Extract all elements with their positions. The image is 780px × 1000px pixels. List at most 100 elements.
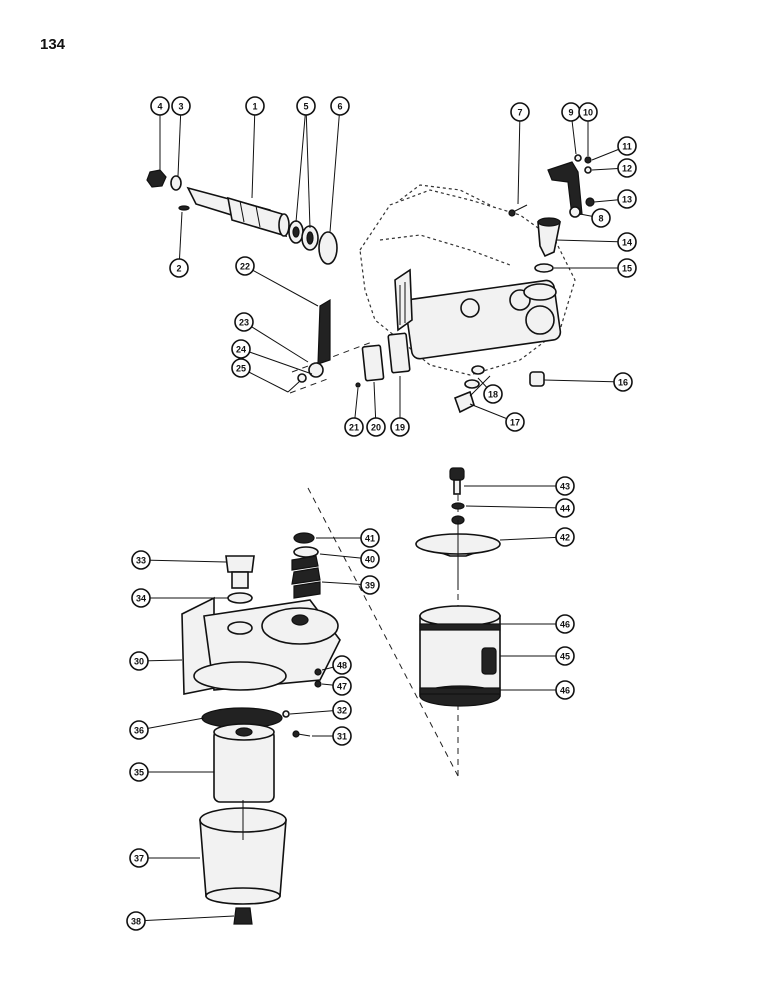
small-fasteners	[574, 154, 595, 207]
callout-c15: 15	[554, 258, 637, 278]
injection-pump-body	[359, 184, 576, 376]
callout-number: 19	[395, 423, 405, 433]
callout-number: 3	[178, 102, 183, 112]
callout-c24: 24	[231, 339, 313, 375]
knob-washer	[451, 502, 465, 510]
screw-and-washer	[282, 710, 311, 738]
callout-c46b: 46	[500, 680, 575, 700]
callout-number: 11	[622, 142, 632, 152]
callout-number: 10	[583, 108, 593, 118]
callout-c34: 34	[131, 588, 228, 608]
callout-number: 5	[303, 102, 308, 112]
callout-number: 45	[560, 652, 570, 662]
callout-circle	[332, 655, 352, 675]
washers-lower	[464, 365, 485, 389]
callout-circle	[360, 528, 380, 548]
callout-c3: 3	[171, 96, 191, 177]
fitting	[537, 217, 561, 258]
page-number: 134	[40, 36, 66, 53]
leader-line	[543, 379, 624, 383]
callout-circle	[332, 726, 352, 746]
drain-screws	[314, 668, 322, 688]
callout-circle	[555, 646, 575, 666]
callout-circle	[129, 848, 149, 868]
callout-circle	[344, 417, 364, 437]
leader-line	[499, 536, 566, 541]
callout-number: 12	[622, 164, 632, 174]
bolt	[453, 375, 491, 414]
callout-circle	[129, 720, 149, 740]
lever-arm	[547, 161, 583, 218]
callout-number: 22	[240, 262, 250, 272]
gasket	[534, 263, 554, 273]
callout-number: 25	[236, 364, 246, 374]
callout-c41: 41	[316, 528, 380, 548]
callout-c10: 10	[578, 102, 598, 156]
callout-number: 7	[517, 108, 522, 118]
leader-line	[305, 105, 311, 229]
callout-number: 2	[176, 264, 181, 274]
filter-element	[213, 723, 275, 803]
leader-line	[243, 321, 309, 363]
callout-circle	[510, 102, 530, 122]
callout-circle	[617, 232, 637, 252]
callout-circle	[231, 358, 251, 378]
callout-c30: 30	[129, 651, 183, 671]
callout-c12: 12	[591, 158, 637, 178]
callout-number: 41	[365, 534, 375, 544]
callout-number: 21	[349, 423, 359, 433]
leader-line	[135, 915, 235, 922]
callout-circle	[555, 680, 575, 700]
callout-number: 14	[622, 238, 632, 248]
callout-circle	[332, 700, 352, 720]
callout-number: 1	[252, 102, 257, 112]
callout-number: 33	[136, 556, 146, 566]
drive-shaft	[186, 186, 290, 238]
leader-line	[251, 105, 256, 199]
callout-c21: 21	[344, 387, 364, 437]
callout-c20: 20	[366, 381, 386, 437]
callout-circle	[555, 614, 575, 634]
nut	[146, 169, 167, 188]
callout-c9: 9	[561, 102, 581, 155]
callout-circle	[234, 312, 254, 332]
callout-circle	[366, 417, 386, 437]
callout-circle	[332, 676, 352, 696]
cover	[415, 515, 501, 590]
callout-c37: 37	[129, 848, 200, 868]
callout-c7: 7	[510, 102, 530, 205]
callout-circle	[131, 550, 151, 570]
callout-circle	[555, 498, 575, 518]
filter-head	[181, 596, 341, 695]
callout-c22: 22	[235, 256, 319, 307]
leader-line	[295, 105, 307, 223]
callout-number: 9	[568, 108, 573, 118]
callout-number: 34	[136, 594, 146, 604]
retaining-cup	[293, 546, 319, 558]
callout-c39: 39	[321, 575, 380, 595]
callout-number: 18	[488, 390, 498, 400]
plug	[529, 371, 545, 387]
callout-number: 4	[157, 102, 162, 112]
sediment-bowl	[419, 605, 501, 707]
leader-line	[244, 265, 319, 307]
callout-circle	[591, 208, 611, 228]
callout-circle	[360, 549, 380, 569]
leader-line	[140, 559, 227, 563]
callout-c1: 1	[245, 96, 265, 199]
leader-line	[517, 111, 521, 205]
callout-c48: 48	[321, 655, 352, 675]
leader-line	[177, 105, 182, 177]
callout-c6: 6	[329, 96, 350, 233]
callout-number: 37	[134, 854, 144, 864]
callout-number: 24	[236, 345, 246, 355]
callout-number: 31	[337, 732, 347, 742]
callout-c46a: 46	[500, 614, 575, 634]
callout-c16: 16	[543, 372, 633, 392]
callout-number: 44	[560, 504, 570, 514]
callout-number: 48	[337, 661, 347, 671]
callout-circle	[613, 372, 633, 392]
callout-circle	[131, 588, 151, 608]
bearings	[288, 220, 319, 251]
callout-c31: 31	[312, 726, 352, 746]
